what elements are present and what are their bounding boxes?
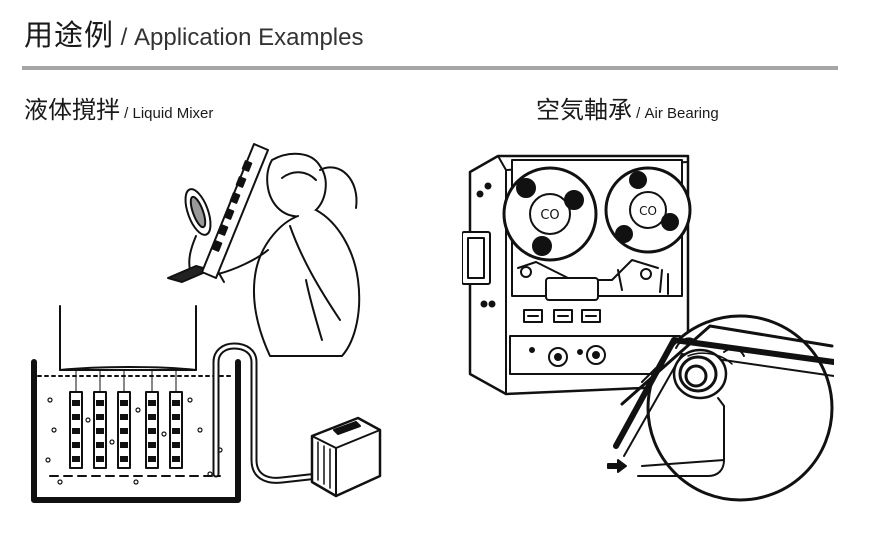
- section-title-en: / Liquid Mixer: [120, 105, 214, 122]
- mixing-tank-icon: [31, 305, 241, 503]
- compressor-box-icon: [310, 416, 382, 498]
- title-divider: [22, 66, 838, 70]
- section-title-en: / Air Bearing: [632, 105, 719, 122]
- section-title-zh: 液体撹拌: [24, 96, 120, 124]
- liquid-mixer-illustration: [31, 143, 382, 503]
- air-bearing-illustration: CO CO: [462, 154, 834, 502]
- section-title-zh: 空気軸承: [536, 96, 632, 124]
- page-title: 用途例 / Application Examples: [24, 12, 363, 54]
- reel-left-icon: CO: [502, 166, 598, 262]
- reel-right-label: CO: [639, 204, 657, 218]
- reel-right-icon: CO: [604, 166, 692, 254]
- mixer-paddle-icon: [201, 143, 269, 279]
- reel-left-label: CO: [540, 208, 559, 223]
- tape-recorder-icon: CO CO: [462, 154, 692, 396]
- air-bearing-roller-icon: [672, 348, 733, 400]
- page-title-en: / Application Examples: [114, 24, 364, 51]
- operator-figure-icon: [215, 152, 361, 357]
- air-hose-icon: [212, 342, 322, 484]
- page-title-zh: 用途例: [24, 18, 115, 52]
- section-title-air-bearing: 空気軸承 / Air Bearing: [536, 90, 719, 125]
- magnified-bearing-detail: [613, 314, 834, 502]
- desk-lamp-icon: [167, 188, 212, 283]
- section-title-liquid-mixer: 液体撹拌 / Liquid Mixer: [24, 90, 213, 125]
- air-flow-arrow-icon: [607, 459, 627, 473]
